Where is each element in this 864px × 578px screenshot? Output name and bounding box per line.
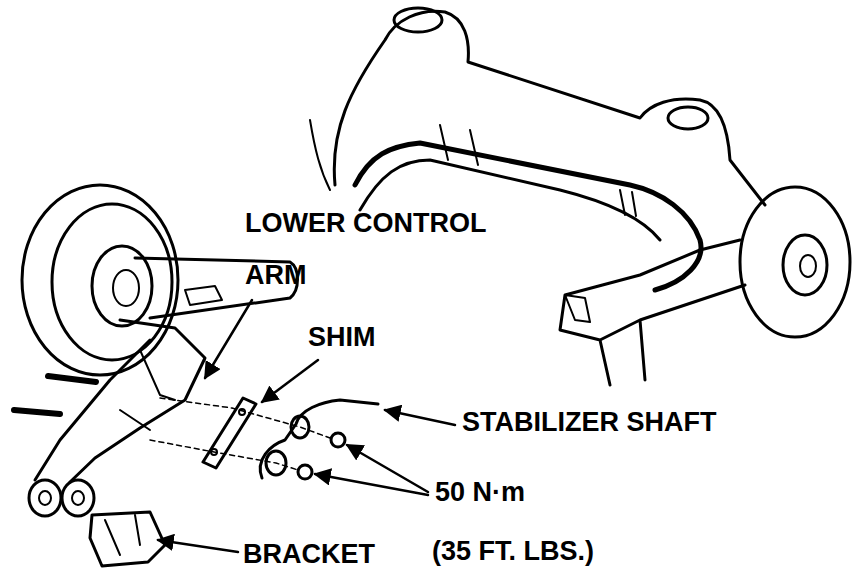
spring-seat — [394, 8, 442, 32]
bushing — [62, 480, 94, 516]
leader-line — [385, 410, 455, 425]
leader-line — [262, 360, 318, 402]
part-label: SHIM — [308, 320, 376, 354]
bracket — [90, 512, 165, 566]
leader-line — [158, 540, 238, 552]
bracket — [105, 515, 140, 555]
lower-control-arm — [120, 350, 175, 430]
bushing — [29, 480, 61, 516]
wheel — [740, 187, 850, 337]
torque-value: 50 N·m — [435, 475, 525, 509]
bracket — [565, 295, 590, 322]
bolt — [48, 376, 96, 382]
leader-line — [205, 300, 252, 378]
wheel — [52, 204, 172, 360]
lower-control-arm — [560, 240, 745, 385]
stabilizer-link — [260, 400, 378, 478]
crossmember — [310, 120, 636, 216]
wheel — [22, 185, 178, 375]
wheel — [113, 270, 139, 306]
spring-seat — [668, 107, 708, 129]
part-label: STABILIZER SHAFT — [462, 405, 716, 439]
steering-knuckle — [185, 286, 222, 305]
alignment-line — [150, 398, 330, 470]
bolt — [14, 410, 60, 414]
torque-value: (35 FT. LBS.) — [432, 534, 594, 568]
nut — [298, 465, 312, 479]
wheel — [783, 235, 827, 295]
wheel — [800, 255, 816, 277]
leader-line — [315, 474, 428, 495]
bushing — [72, 491, 84, 505]
part-label: BRACKET — [243, 537, 375, 571]
crossmember — [334, 11, 765, 205]
leader-line — [347, 445, 428, 492]
bushing — [39, 491, 51, 505]
part-label: LOWER CONTROL ARM — [245, 197, 535, 301]
nut — [331, 433, 345, 447]
